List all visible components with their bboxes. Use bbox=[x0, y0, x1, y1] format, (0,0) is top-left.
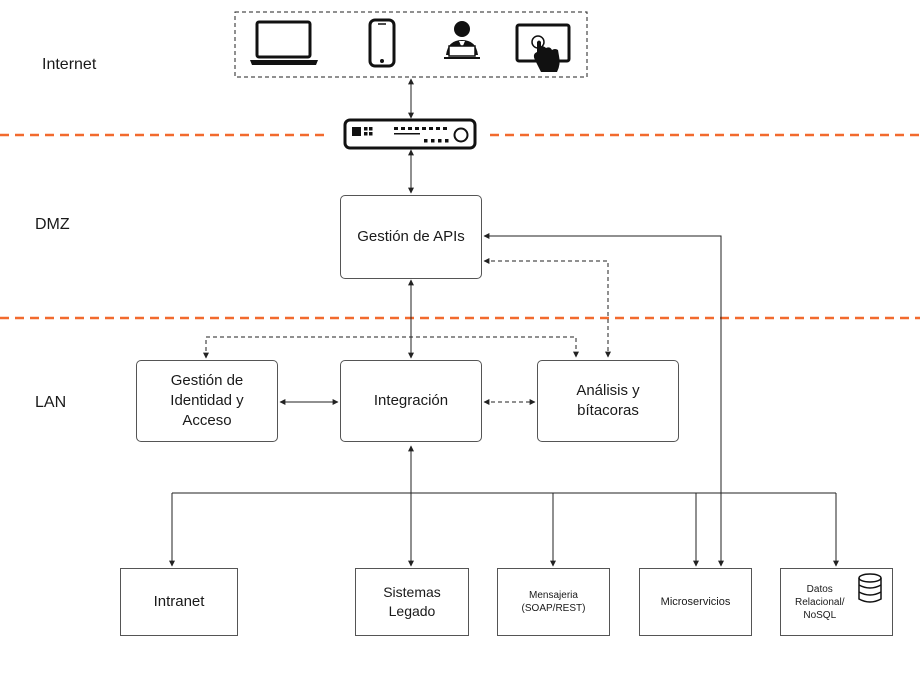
zone-label-dmz: DMZ bbox=[35, 216, 70, 233]
messaging-label: Mensajeria (SOAP/REST) bbox=[521, 590, 586, 614]
microservices-box: Microservicios bbox=[639, 568, 752, 636]
tablet-touch-icon bbox=[515, 23, 571, 72]
legacy-systems-box: Sistemas Legado bbox=[355, 568, 469, 636]
data-store-label: Datos Relacional/ NoSQL bbox=[795, 583, 845, 621]
intranet-box: Intranet bbox=[120, 568, 238, 636]
integration-label: Integración bbox=[373, 392, 449, 409]
integration-box: Integración bbox=[340, 360, 482, 442]
internet-clients-frame bbox=[234, 11, 588, 78]
identity-access-label: Gestión de Identidad y Acceso bbox=[170, 372, 244, 429]
edge-microservices-api bbox=[483, 233, 724, 567]
microservices-label: Microservicios bbox=[660, 596, 731, 608]
user-at-computer-icon bbox=[444, 21, 480, 59]
zone-label-internet: Internet bbox=[42, 56, 97, 73]
data-store-box: Datos Relacional/ NoSQL bbox=[780, 568, 893, 636]
messaging-box: Mensajeria (SOAP/REST) bbox=[497, 568, 610, 636]
laptop-icon bbox=[250, 20, 318, 65]
edge-api-analytics bbox=[483, 258, 611, 358]
legacy-systems-label: Sistemas Legado bbox=[383, 584, 441, 619]
analytics-logs-box: Análisis y bítacoras bbox=[537, 360, 679, 442]
intranet-label: Intranet bbox=[153, 593, 205, 610]
api-gateway-label: Gestión de APIs bbox=[357, 228, 465, 245]
firewall-router-icon bbox=[343, 118, 477, 150]
smartphone-icon bbox=[368, 18, 396, 68]
api-gateway-box: Gestión de APIs bbox=[340, 195, 482, 279]
identity-access-box: Gestión de Identidad y Acceso bbox=[136, 360, 278, 442]
analytics-logs-label: Análisis y bítacoras bbox=[576, 382, 640, 419]
zone-label-lan: LAN bbox=[35, 394, 67, 411]
database-icon bbox=[858, 573, 882, 603]
edge-identity-analytics bbox=[203, 336, 579, 359]
